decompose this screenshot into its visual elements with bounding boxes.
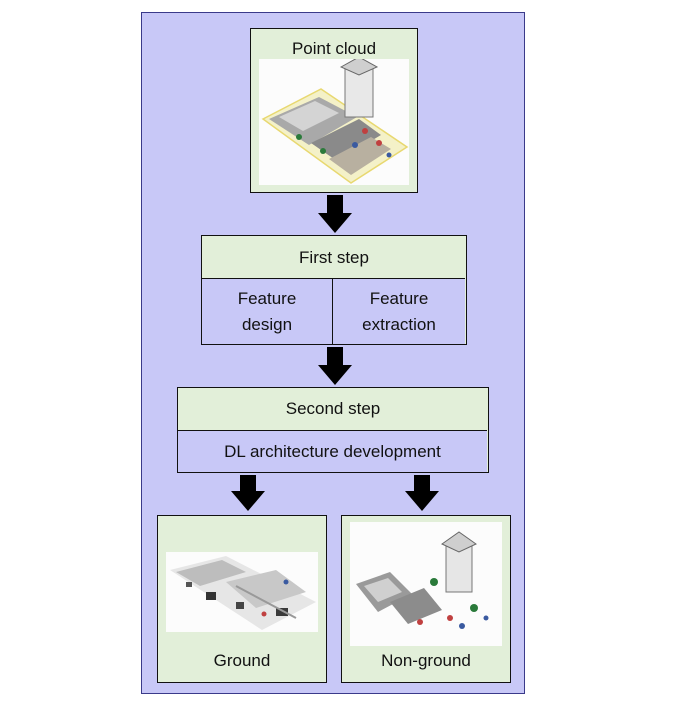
feature-extraction-cell: Feature extraction (333, 278, 465, 344)
first-step-title: First step (299, 248, 369, 267)
feature-design-label: Feature design (237, 288, 297, 334)
arrow-down-1 (318, 195, 352, 233)
ground-image (166, 552, 318, 632)
non-ground-image (350, 522, 502, 646)
non-ground-points-icon (356, 531, 489, 629)
non-ground-label: Non-ground (381, 651, 471, 670)
dl-architecture-cell: DL architecture development (178, 430, 487, 472)
second-step-title: Second step (285, 399, 381, 418)
second-step-box: Second step DL architecture development (177, 387, 489, 473)
non-ground-box: Non-ground (341, 515, 511, 683)
feature-extraction-label: Feature extraction (362, 288, 436, 334)
ground-label: Ground (213, 651, 271, 670)
arrow-down-ground (231, 475, 265, 511)
first-step-box: First step Feature design Feature extrac… (201, 235, 467, 345)
point-cloud-city-icon (261, 56, 409, 184)
arrow-down-2 (318, 347, 352, 385)
point-cloud-title: Point cloud (291, 39, 377, 58)
point-cloud-image (259, 56, 409, 185)
ground-box: Ground (157, 515, 327, 683)
dl-architecture-label: DL architecture development (224, 441, 441, 461)
arrow-down-non-ground (405, 475, 439, 511)
point-cloud-box: Point cloud (250, 28, 418, 193)
feature-design-cell: Feature design (202, 278, 333, 344)
ground-points-icon (170, 556, 316, 630)
